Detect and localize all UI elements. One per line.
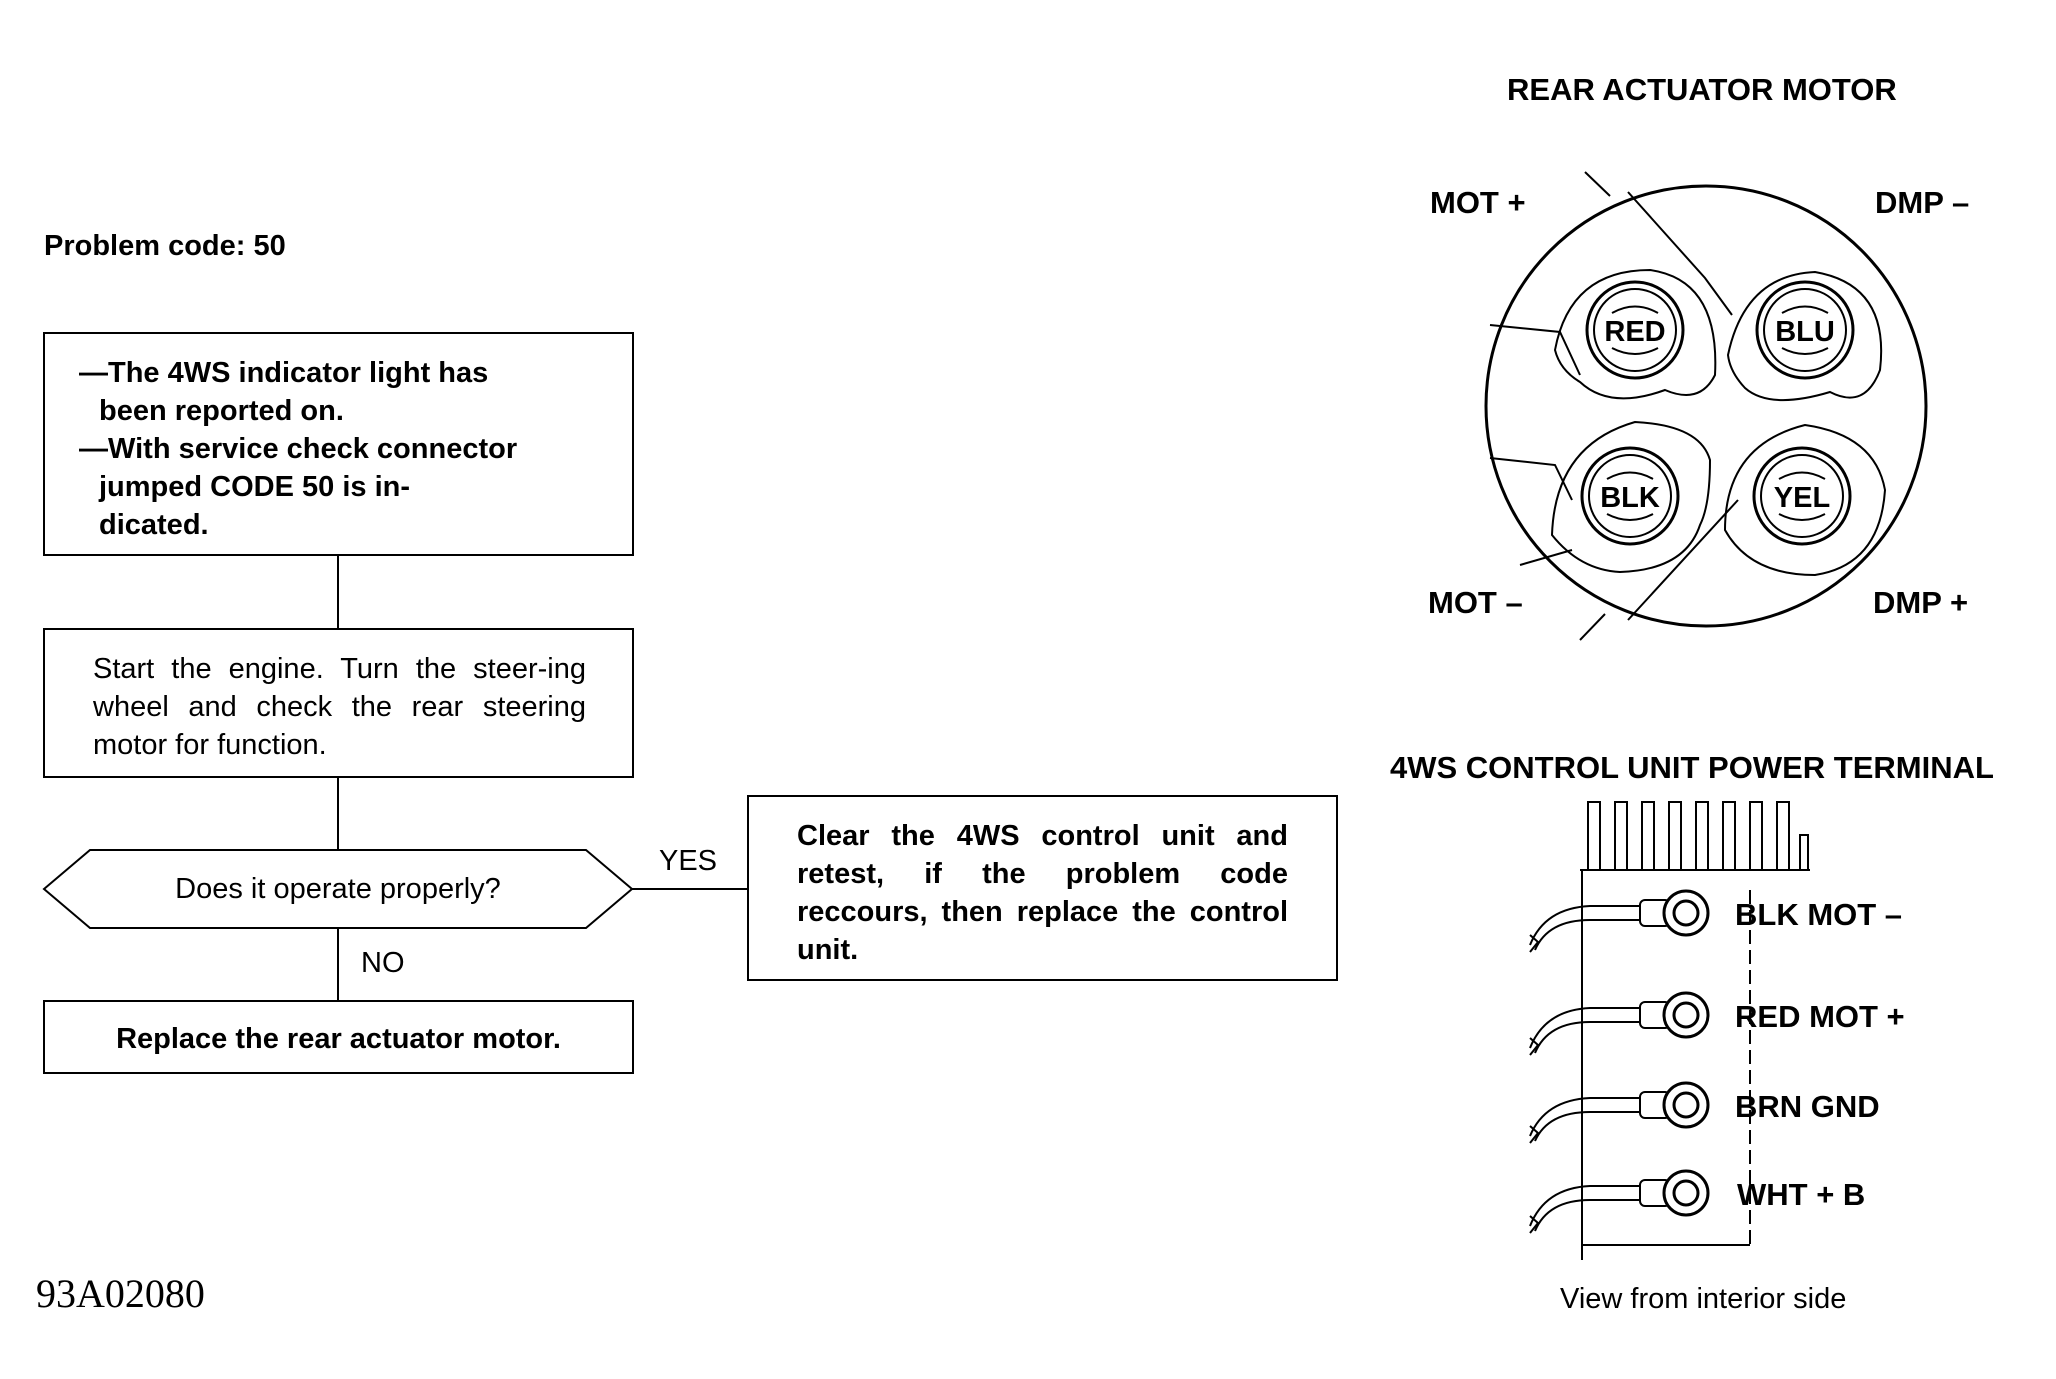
symptom-line-1: —The 4WS indicator light has xyxy=(79,357,489,389)
actuator-title: REAR ACTUATOR MOTOR xyxy=(1507,72,1897,107)
pin-red: RED xyxy=(1585,280,1685,380)
flow-box-clear-control-unit: Clear the 4WS control unit and retest, i… xyxy=(747,795,1338,981)
control-unit-terminal-drawing xyxy=(1529,801,1810,1260)
connector-outline xyxy=(1484,184,1928,628)
check-motor-text: Start the engine. Turn the steer-ing whe… xyxy=(93,653,586,761)
no-label: NO xyxy=(361,947,405,979)
terminal-blk-mot-minus xyxy=(1529,889,1710,953)
control-unit-title: 4WS CONTROL UNIT POWER TERMINAL xyxy=(1390,750,1994,785)
actuator-connector-drawing: RED BLU BLK YEL xyxy=(1484,171,1928,641)
flow-box-symptom: —The 4WS indicator light has been report… xyxy=(43,332,634,556)
yes-label: YES xyxy=(659,845,718,877)
terminal-label-wht-plus-b: WHT + B xyxy=(1737,1177,1866,1212)
label-mot-plus: MOT + xyxy=(1430,185,1526,220)
pin-blu: BLU xyxy=(1755,280,1855,380)
symptom-line-3: —With service check connector xyxy=(79,433,518,465)
flow-box-check-motor: Start the engine. Turn the steer-ing whe… xyxy=(43,628,634,778)
symptom-line-5: dicated. xyxy=(99,509,209,541)
label-dmp-minus: DMP – xyxy=(1875,185,1970,220)
pin-yel-label: YEL xyxy=(1774,482,1830,514)
label-mot-minus: MOT – xyxy=(1428,585,1523,620)
pin-blk: BLK xyxy=(1580,446,1680,546)
terminal-label-blk-mot-minus: BLK MOT – xyxy=(1735,897,1903,932)
pin-yel: YEL xyxy=(1752,446,1852,546)
figure-id: 93A02080 xyxy=(36,1271,205,1316)
terminal-wht-plus-b xyxy=(1529,1169,1710,1234)
problem-code-label: Problem code: 50 xyxy=(44,230,286,262)
pin-blk-label: BLK xyxy=(1600,482,1660,514)
symptom-line-4: jumped CODE 50 is in- xyxy=(99,471,410,503)
clear-control-unit-text: Clear the 4WS control unit and retest, i… xyxy=(797,820,1288,966)
replace-motor-text: Replace the rear actuator motor. xyxy=(116,1023,561,1055)
flow-box-replace-motor: Replace the rear actuator motor. xyxy=(43,1000,634,1074)
pin-red-label: RED xyxy=(1604,316,1665,348)
terminal-brn-gnd xyxy=(1529,1081,1710,1144)
terminal-label-red-mot-plus: RED MOT + xyxy=(1735,999,1905,1034)
label-dmp-plus: DMP + xyxy=(1873,585,1969,620)
decision-diamond xyxy=(42,849,634,929)
view-caption: View from interior side xyxy=(1560,1283,1847,1315)
decision-text: Does it operate properly? xyxy=(175,873,501,905)
flowchart-connectors xyxy=(42,555,747,1000)
symptom-line-2: been reported on. xyxy=(99,395,344,427)
terminal-red-mot-plus xyxy=(1529,991,1710,1056)
terminal-label-brn-gnd: BRN GND xyxy=(1735,1089,1880,1124)
pin-blu-label: BLU xyxy=(1775,316,1835,348)
